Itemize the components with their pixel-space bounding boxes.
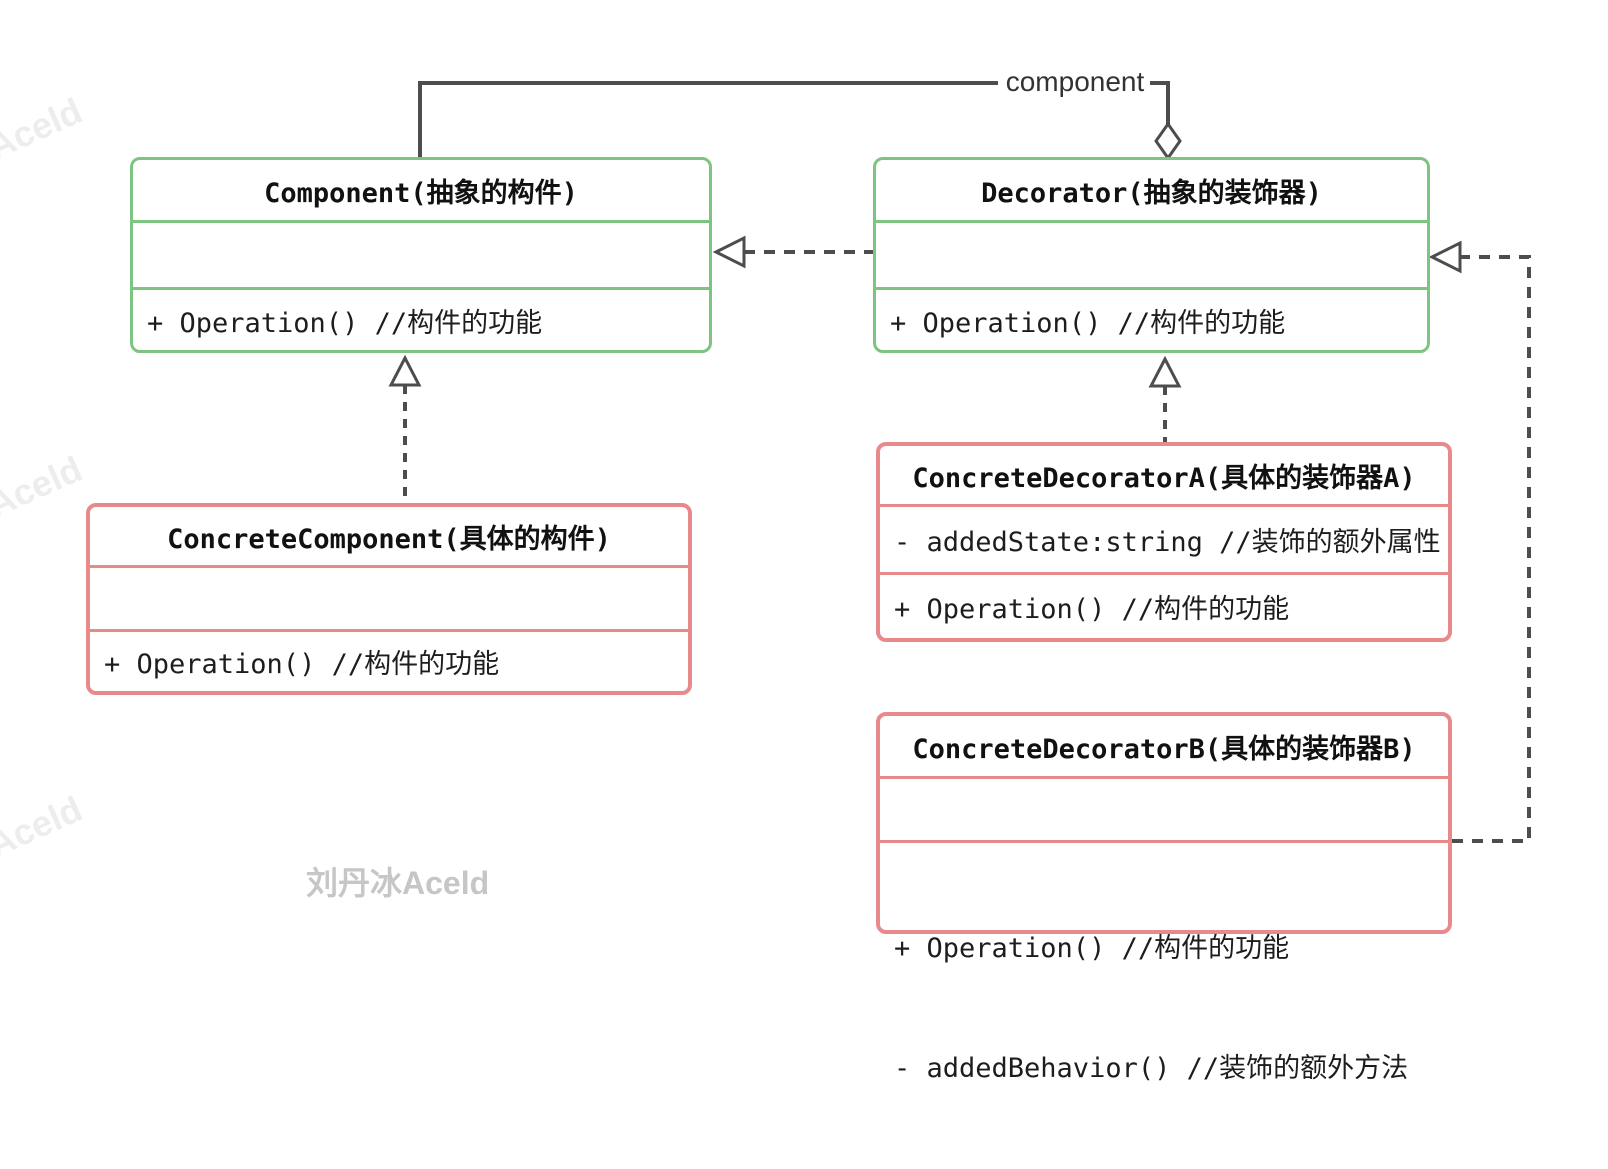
side-watermark: Aceld	[0, 89, 88, 168]
aggregation-line-right	[1150, 81, 1170, 125]
side-watermark: Aceld	[0, 787, 88, 866]
association-label-component: component	[1005, 66, 1145, 97]
open-arrowhead-left-icon	[712, 235, 746, 269]
class-concrete-decorator-b-attributes-section	[880, 776, 1448, 840]
class-concrete-decorator-b: ConcreteDecoratorB(具体的装饰器B) + Operation(…	[876, 712, 1452, 1084]
open-arrowhead-up-icon	[1148, 355, 1182, 388]
aggregation-diamond-icon	[1154, 121, 1182, 161]
generalization-line-concretedecoratorb	[1452, 255, 1531, 843]
class-concrete-component-attributes-section	[90, 565, 688, 629]
class-concrete-decorator-b-method-1: + Operation() //构件的功能	[894, 933, 1290, 964]
class-component: Component(抽象的构件) + Operation() //构件的功能	[130, 157, 712, 353]
aggregation-line-left	[418, 81, 998, 158]
open-arrowhead-left-icon	[1428, 240, 1462, 274]
class-concrete-decorator-a-attribute: - addedState:string //装饰的额外属性	[880, 504, 1448, 572]
class-decorator-method: + Operation() //构件的功能	[876, 287, 1427, 350]
class-decorator-attributes-section	[876, 220, 1427, 287]
author-watermark: 刘丹冰Aceld	[306, 865, 490, 901]
class-decorator: Decorator(抽象的装饰器) + Operation() //构件的功能	[873, 157, 1430, 353]
uml-class-diagram: component Component(抽象的构件) + Operation()…	[0, 66, 1531, 1084]
class-component-title: Component(抽象的构件)	[264, 177, 578, 209]
class-component-method: + Operation() //构件的功能	[133, 287, 709, 350]
class-concrete-decorator-a-method: + Operation() //构件的功能	[880, 572, 1448, 638]
class-decorator-title: Decorator(抽象的装饰器)	[981, 177, 1322, 209]
class-concrete-component: ConcreteComponent(具体的构件) + Operation() /…	[86, 503, 692, 695]
open-arrowhead-up-icon	[388, 354, 422, 387]
class-concrete-component-method: + Operation() //构件的功能	[90, 629, 688, 691]
class-concrete-decorator-b-method-2: - addedBehavior() //装饰的额外方法	[894, 1053, 1409, 1084]
class-component-attributes-section	[133, 220, 709, 287]
class-concrete-component-title: ConcreteComponent(具体的构件)	[167, 523, 611, 555]
class-concrete-decorator-a: ConcreteDecoratorA(具体的装饰器A) - addedState…	[876, 442, 1452, 642]
class-concrete-decorator-b-title: ConcreteDecoratorB(具体的装饰器B)	[912, 733, 1416, 765]
class-concrete-decorator-b-methods: + Operation() //构件的功能 - addedBehavior() …	[880, 840, 1448, 1084]
class-concrete-decorator-a-title: ConcreteDecoratorA(具体的装饰器A)	[912, 462, 1416, 494]
side-watermark: Aceld	[0, 447, 88, 526]
